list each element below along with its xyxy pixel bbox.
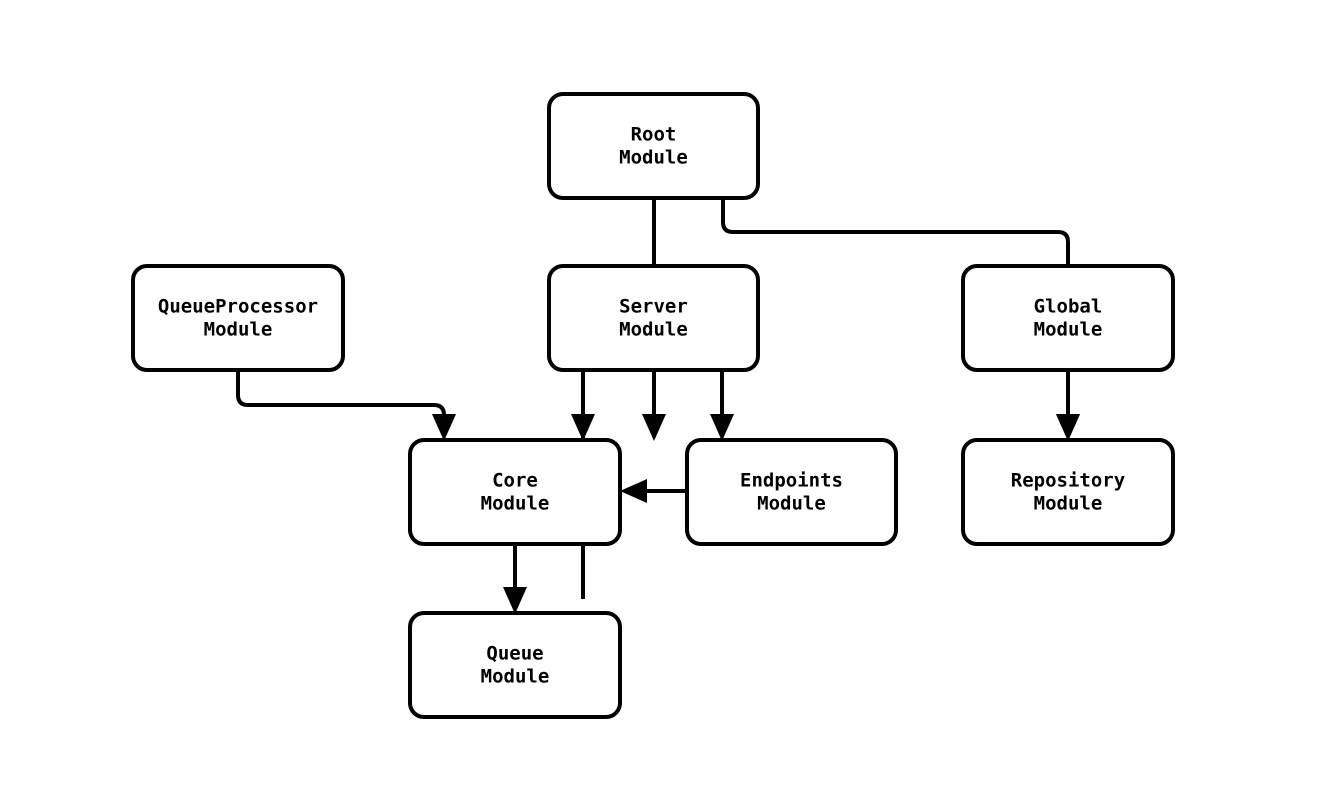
node-label-line2: Module [481, 493, 550, 515]
edge-core-to-queue [503, 544, 527, 614]
node-layer: Root Module QueueProcessor Module Server… [131, 92, 1175, 719]
node-repository-module[interactable]: Repository Module [961, 438, 1175, 546]
arrowhead-icon [642, 414, 666, 441]
arrowhead-icon [620, 479, 647, 503]
node-endpoints-module[interactable]: Endpoints Module [685, 438, 898, 546]
edge-line [236, 370, 446, 425]
node-label-line1: Global [1034, 296, 1103, 318]
node-server-module[interactable]: Server Module [547, 264, 760, 372]
node-shape[interactable] [408, 438, 622, 546]
arrowhead-icon [710, 414, 734, 441]
arrowhead-icon [432, 414, 456, 441]
edge-global-to-repository [1056, 370, 1080, 441]
node-label-line1: QueueProcessor [158, 296, 318, 318]
node-label-line1: Endpoints [740, 470, 843, 492]
node-queue-module[interactable]: Queue Module [408, 611, 622, 719]
node-label-line1: Core [492, 470, 538, 492]
arrowhead-icon [571, 414, 595, 441]
node-shape[interactable] [961, 438, 1175, 546]
node-label-line1: Root [631, 124, 677, 146]
node-core-module[interactable]: Core Module [408, 438, 622, 546]
node-label-line1: Server [619, 296, 688, 318]
node-label-line2: Module [619, 319, 688, 341]
node-label-line1: Queue [486, 643, 543, 665]
node-root-module[interactable]: Root Module [547, 92, 760, 200]
node-label-line2: Module [204, 319, 273, 341]
edge-queueprocessor-to-core [236, 370, 456, 441]
node-label-line2: Module [619, 147, 688, 169]
node-shape[interactable] [408, 611, 622, 719]
arrowhead-icon [503, 587, 527, 614]
node-global-module[interactable]: Global Module [961, 264, 1175, 372]
node-label-line2: Module [481, 666, 550, 688]
node-shape[interactable] [131, 264, 345, 372]
edge-endpoints-to-core [620, 479, 687, 503]
node-shape[interactable] [961, 264, 1175, 372]
edge-layer [236, 198, 1080, 614]
node-label-line2: Module [1034, 493, 1103, 515]
node-queueprocessor-module[interactable]: QueueProcessor Module [131, 264, 345, 372]
edge-line [721, 198, 1070, 425]
node-label-line1: Repository [1011, 470, 1125, 492]
node-label-line2: Module [757, 493, 826, 515]
edge-server-to-endpoints [710, 370, 734, 441]
node-shape[interactable] [685, 438, 898, 546]
node-shape[interactable] [547, 92, 760, 200]
node-shape[interactable] [547, 264, 760, 372]
arrowhead-icon [1056, 414, 1080, 441]
node-label-line2: Module [1034, 319, 1103, 341]
